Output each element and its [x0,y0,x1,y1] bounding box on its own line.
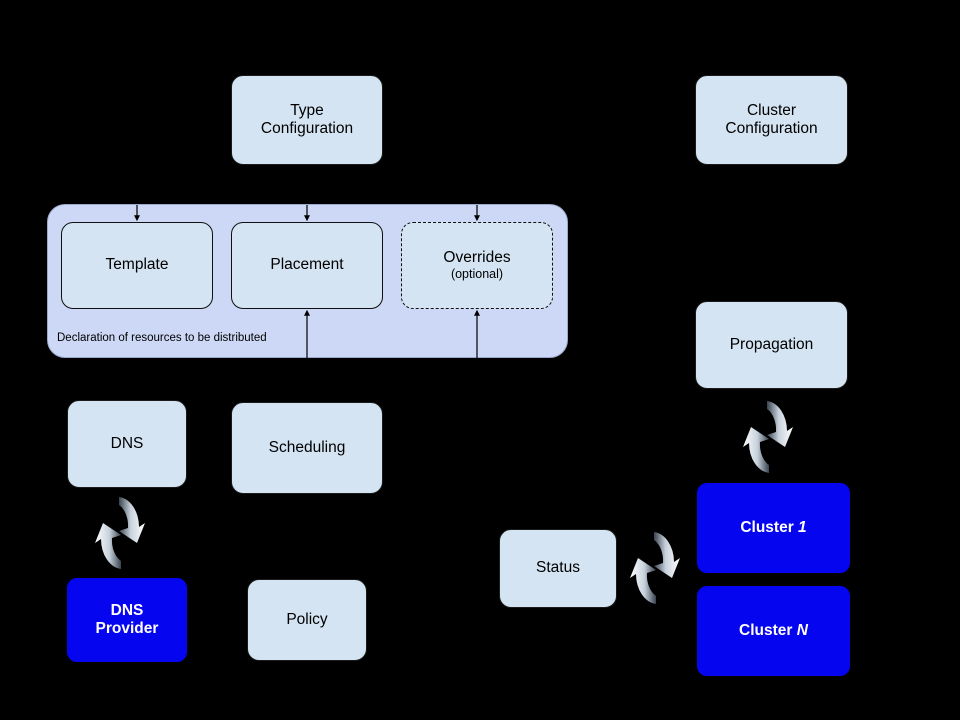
node-dns[interactable]: DNS [67,400,187,488]
node-cluster-1-label: Cluster 1 [740,519,806,537]
node-placement[interactable]: Placement [231,222,383,309]
node-type-configuration-line2: Configuration [260,120,354,137]
sync-icon-status [630,532,680,604]
node-overrides[interactable]: Overrides (optional) [401,222,553,309]
node-overrides-line1: Overrides [443,248,511,266]
node-cluster-configuration-label: Cluster Configuration [725,102,817,139]
node-cluster-configuration-line2: Configuration [725,120,818,137]
node-scheduling[interactable]: Scheduling [231,402,383,494]
node-dns-provider-line2: Provider [95,620,159,637]
node-scheduling-label: Scheduling [268,438,346,456]
node-cluster-1-prefix: Cluster [740,518,799,536]
node-status-label: Status [536,559,580,577]
node-propagation-label: Propagation [729,335,814,353]
node-type-configuration-line1: Type [290,101,324,119]
node-placement-label: Placement [270,256,344,274]
sync-icon-dns [95,497,145,569]
node-dns-provider[interactable]: DNS Provider [67,578,187,662]
node-cluster-1-suffix: 1 [798,518,807,536]
node-propagation[interactable]: Propagation [695,301,848,389]
node-dns-label: DNS [110,434,144,452]
node-policy[interactable]: Policy [247,579,367,661]
node-overrides-line2: (optional) [450,267,504,282]
node-cluster-configuration-line1: Cluster [746,101,797,119]
node-status[interactable]: Status [499,529,617,608]
node-cluster-n-prefix: Cluster [739,621,797,639]
node-type-configuration-label: Type Configuration [261,102,353,139]
sync-icon-propagation [743,401,793,473]
node-cluster-n-label: Cluster N [739,622,808,640]
node-template-label: Template [105,256,169,274]
node-cluster-n[interactable]: Cluster N [697,586,850,676]
node-cluster-1[interactable]: Cluster 1 [697,483,850,573]
group-caption: Declaration of resources to be distribut… [57,332,267,344]
node-dns-provider-label: DNS Provider [96,602,159,639]
node-cluster-n-suffix: N [796,621,808,639]
node-type-configuration[interactable]: Type Configuration [231,75,383,165]
node-dns-provider-line1: DNS [110,601,144,619]
node-cluster-configuration[interactable]: Cluster Configuration [695,75,848,165]
node-overrides-label: Overrides (optional) [443,249,510,282]
node-policy-label: Policy [286,610,328,628]
node-template[interactable]: Template [61,222,213,309]
